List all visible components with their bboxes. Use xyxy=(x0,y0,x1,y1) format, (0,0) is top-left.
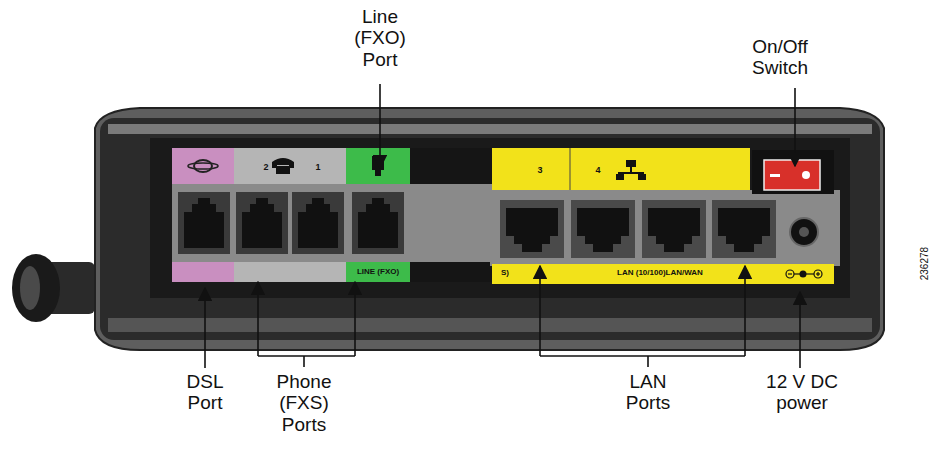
port-number: 3 xyxy=(530,166,550,175)
callout-label: Phone (FXS) Ports xyxy=(264,371,344,435)
port-number: 1 xyxy=(308,163,328,172)
panel-text: S) xyxy=(494,269,516,277)
figure-number: 236278 xyxy=(919,229,930,299)
port-number: 4 xyxy=(588,166,608,175)
panel-text: LAN (10/100)LAN/WAN xyxy=(575,269,745,277)
callout-label: LAN Ports xyxy=(618,371,678,414)
panel-text: LINE (FXO) xyxy=(346,268,410,276)
callout-label: On/Off Switch xyxy=(740,36,820,79)
port-number: 2 xyxy=(256,163,276,172)
callout-label: DSL Port xyxy=(175,371,235,414)
callout-label: Line (FXO) Port xyxy=(345,6,415,70)
callout-label: 12 V DC power xyxy=(756,371,848,414)
